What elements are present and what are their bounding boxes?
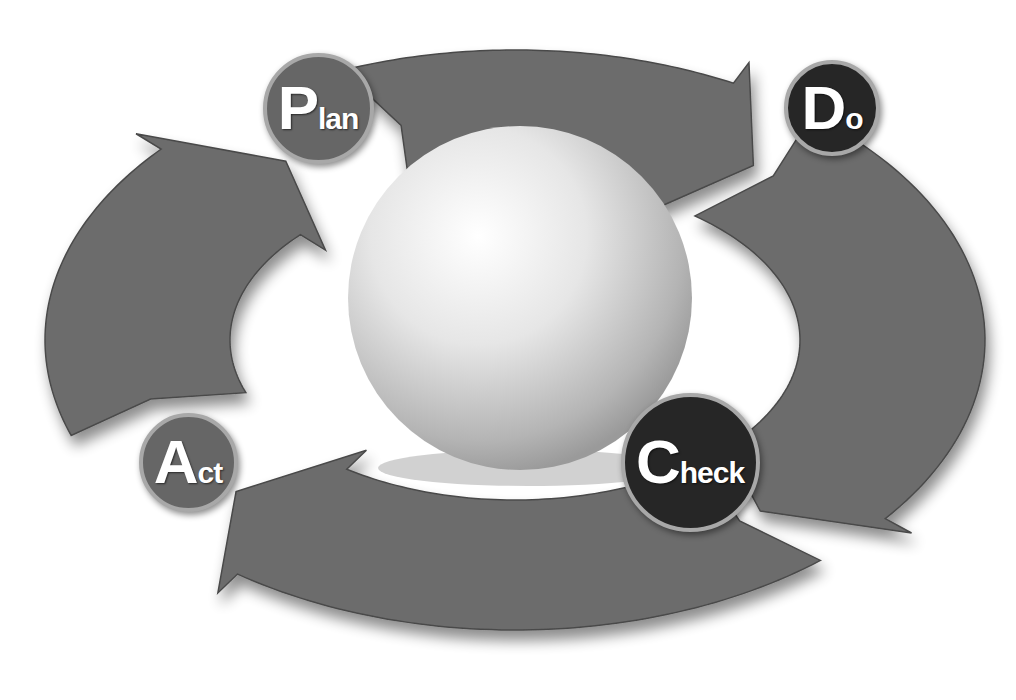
- phase-circle: Plan: [263, 53, 374, 164]
- phase-label: Do: [801, 77, 862, 139]
- phase-label: Plan: [278, 77, 359, 139]
- phase-label: Act: [154, 431, 222, 493]
- phase-label: Check: [636, 431, 744, 493]
- cycle-arrow: [45, 134, 325, 436]
- phase-circle: Do: [784, 60, 880, 156]
- phase-circle: Act: [139, 413, 238, 512]
- phase-circle: Check: [621, 393, 760, 532]
